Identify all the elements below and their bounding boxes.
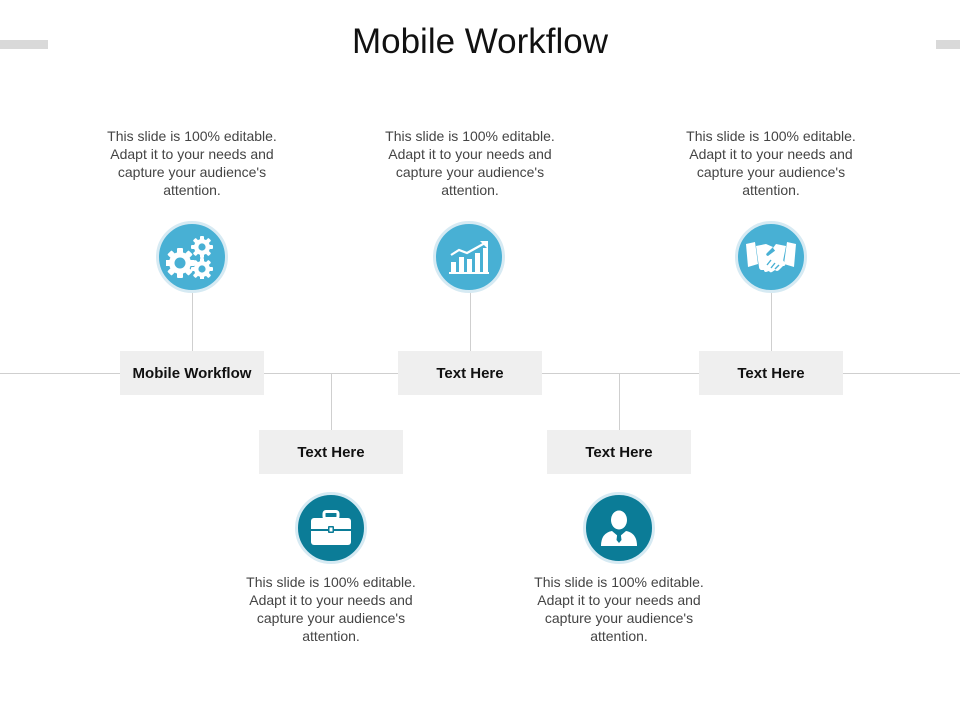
step-5-icon-circle (735, 221, 807, 293)
step-1-icon-circle (156, 221, 228, 293)
user-icon (601, 510, 637, 546)
step-1-label-box: Mobile Workflow (120, 351, 264, 395)
connector-4 (619, 373, 620, 431)
corner-bar-right (936, 40, 960, 49)
step-2-label-box: Text Here (259, 430, 403, 474)
step-3-label-box: Text Here (398, 351, 542, 395)
step-5-label-box: Text Here (699, 351, 843, 395)
briefcase-icon (311, 510, 351, 545)
step-1-description: This slide is 100% editable. Adapt it to… (107, 128, 277, 198)
step-2-description: This slide is 100% editable. Adapt it to… (246, 574, 416, 644)
growth-chart-icon (449, 241, 489, 274)
connector-3 (470, 292, 471, 352)
step-4-description: This slide is 100% editable. Adapt it to… (534, 574, 704, 644)
connector-1 (192, 292, 193, 352)
slide-title: Mobile Workflow (351, 22, 609, 61)
step-4-icon-circle (583, 492, 655, 564)
connector-5 (771, 292, 772, 352)
step-5-description: This slide is 100% editable. Adapt it to… (686, 128, 856, 198)
step-2-icon-circle (295, 492, 367, 564)
gears-icon (166, 236, 213, 279)
step-4-label-box: Text Here (547, 430, 691, 474)
corner-bar-left (0, 40, 48, 49)
step-3-description: This slide is 100% editable. Adapt it to… (385, 128, 555, 198)
connector-2 (331, 373, 332, 431)
step-3-icon-circle (433, 221, 505, 293)
handshake-icon (746, 242, 796, 273)
